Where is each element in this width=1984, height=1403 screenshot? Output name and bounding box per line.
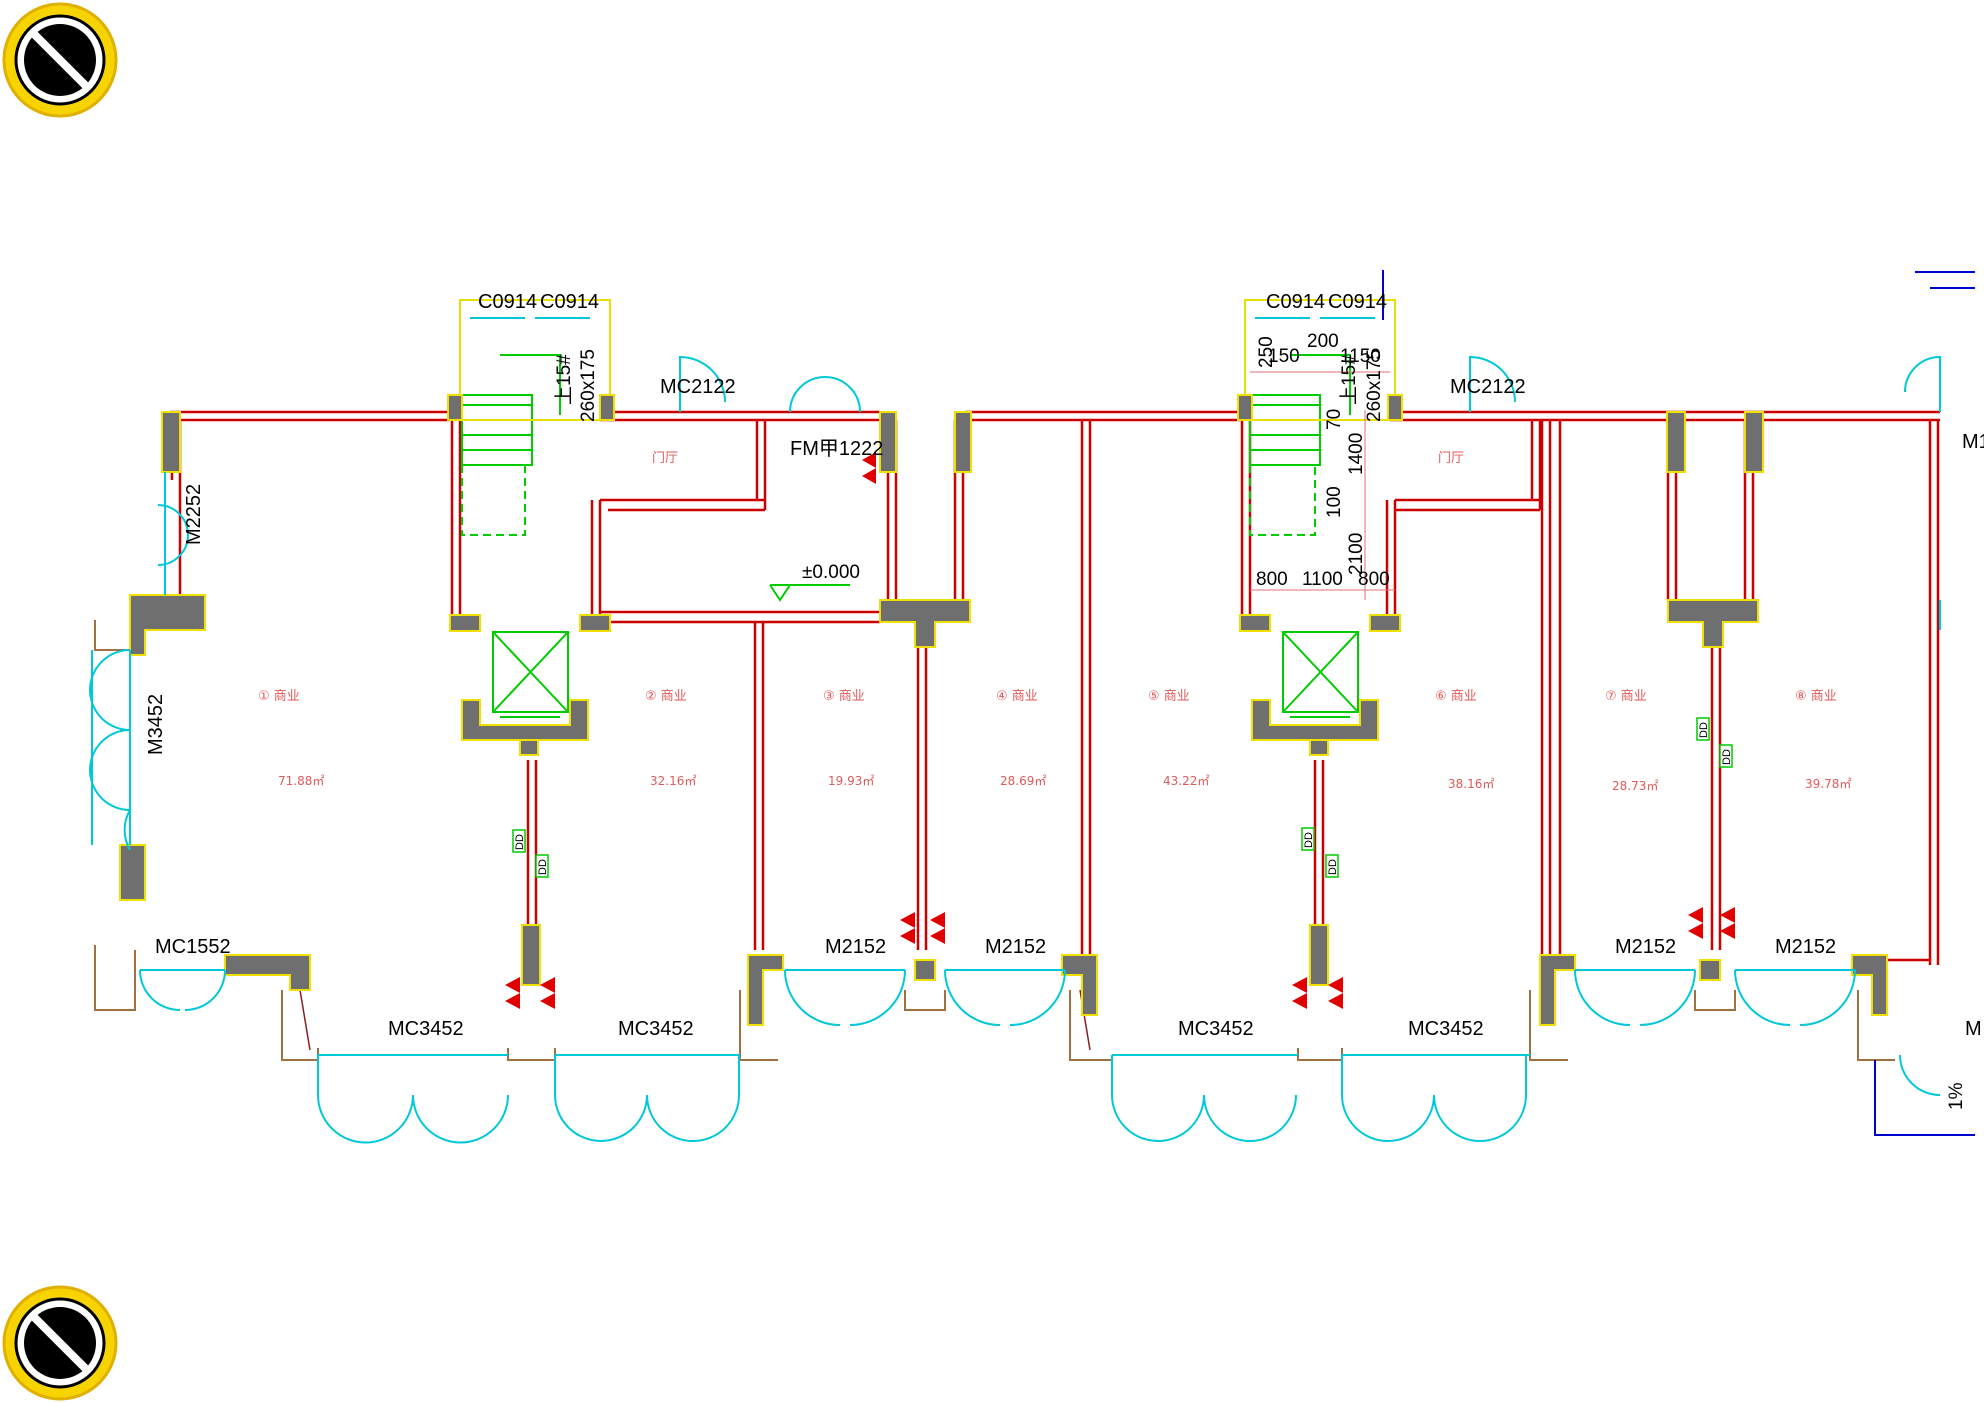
stair-label-2: 上15# xyxy=(1338,354,1360,405)
label-m2152-2: M2152 xyxy=(985,936,1046,958)
room-3-area: 19.93㎡ xyxy=(828,774,874,788)
label-fm1222: FM甲1222 xyxy=(790,438,883,460)
label-mc3452-1: MC3452 xyxy=(388,1018,464,1040)
dd-5: DD xyxy=(1698,722,1710,738)
room-7-area: 28.73㎡ xyxy=(1612,779,1658,793)
elevation-label: ±0.000 xyxy=(802,562,860,583)
dd-6: DD xyxy=(1721,749,1733,765)
room-1-area: 71.88㎡ xyxy=(278,774,324,788)
room-6-area: 38.16㎡ xyxy=(1448,777,1494,791)
hall-label-1: 门厅 xyxy=(652,451,678,466)
room-5-area: 43.22㎡ xyxy=(1163,774,1209,788)
dim-200: 200 xyxy=(1307,331,1339,352)
labels: C0914 C0914 C0914 C0914 MC2122 MC2122 FM… xyxy=(145,291,1984,1110)
fire-door-markers xyxy=(505,452,1735,1009)
room-7-label: ⑦ 商业 xyxy=(1605,689,1647,704)
dim-100: 100 xyxy=(1324,486,1345,518)
label-c0914-4: C0914 xyxy=(1328,291,1387,313)
stair-core-2 xyxy=(1244,299,1396,718)
label-mc3452-3: MC3452 xyxy=(1178,1018,1254,1040)
stair-dims-1: 260x175 xyxy=(578,349,599,422)
label-m-edge-2: M xyxy=(1965,1018,1982,1040)
stamp-logo-bottom xyxy=(2,1285,118,1401)
window-frames xyxy=(94,620,1895,1061)
dim-250: 250 xyxy=(1256,336,1277,368)
room-6-label: ⑥ 商业 xyxy=(1435,689,1477,704)
label-m-edge: M1 xyxy=(1962,431,1984,453)
dim-1150: 1150 xyxy=(1340,346,1381,367)
room-2-label: ② 商业 xyxy=(645,689,687,704)
room-2-area: 32.16㎡ xyxy=(650,774,696,788)
label-c0914-1: C0914 xyxy=(478,291,537,313)
stair-dims-2: 260x175 xyxy=(1364,349,1385,422)
dd-4: DD xyxy=(1327,859,1339,875)
dim-1100: 1100 xyxy=(1302,569,1343,590)
label-m3452: M3452 xyxy=(145,694,167,755)
stair-core-1 xyxy=(459,299,611,718)
stamp-logo-top xyxy=(2,2,118,118)
dim-800-1: 800 xyxy=(1256,569,1288,590)
label-m2152-4: M2152 xyxy=(1775,936,1836,958)
dd-3: DD xyxy=(1303,832,1315,848)
label-c0914-3: C0914 xyxy=(1266,291,1325,313)
columns xyxy=(119,394,1888,1026)
dd-tags: DD DD DD DD DD DD xyxy=(512,717,1733,878)
hall-label-2: 门厅 xyxy=(1438,451,1464,466)
label-m2152-3: M2152 xyxy=(1615,936,1676,958)
dim-800-2: 800 xyxy=(1358,569,1390,590)
stair-label-1: 上15# xyxy=(553,354,575,405)
label-mc3452-4: MC3452 xyxy=(1408,1018,1484,1040)
doors-windows xyxy=(89,317,1941,1144)
room-8-label: ⑧ 商业 xyxy=(1795,689,1837,704)
dd-2: DD xyxy=(537,859,549,875)
room-8-area: 39.78㎡ xyxy=(1805,777,1851,791)
dim-2100: 2100 xyxy=(1346,533,1367,575)
interior-walls xyxy=(299,420,1755,1051)
label-mc2122-2: MC2122 xyxy=(1450,376,1526,398)
label-m2152-1: M2152 xyxy=(825,936,886,958)
elevation-marker xyxy=(769,584,850,602)
label-c0914-2: C0914 xyxy=(540,291,599,313)
section-markers xyxy=(1382,270,1975,1136)
dim-150: 150 xyxy=(1268,346,1300,367)
room-5-label: ⑤ 商业 xyxy=(1148,689,1190,704)
slope-label: 1% xyxy=(1946,1082,1967,1110)
room-3-label: ③ 商业 xyxy=(823,689,865,704)
label-mc3452-2: MC3452 xyxy=(618,1018,694,1040)
exterior-walls xyxy=(170,410,1940,965)
label-m2252: M2252 xyxy=(183,484,205,545)
room-4-label: ④ 商业 xyxy=(996,689,1038,704)
dd-1: DD xyxy=(514,834,526,850)
dim-1400: 1400 xyxy=(1346,433,1367,475)
room-1-label: ① 商业 xyxy=(258,689,300,704)
label-mc2122-1: MC2122 xyxy=(660,376,736,398)
room-4-area: 28.69㎡ xyxy=(1000,774,1046,788)
dim-70: 70 xyxy=(1324,409,1345,430)
label-mc1552: MC1552 xyxy=(155,936,231,958)
